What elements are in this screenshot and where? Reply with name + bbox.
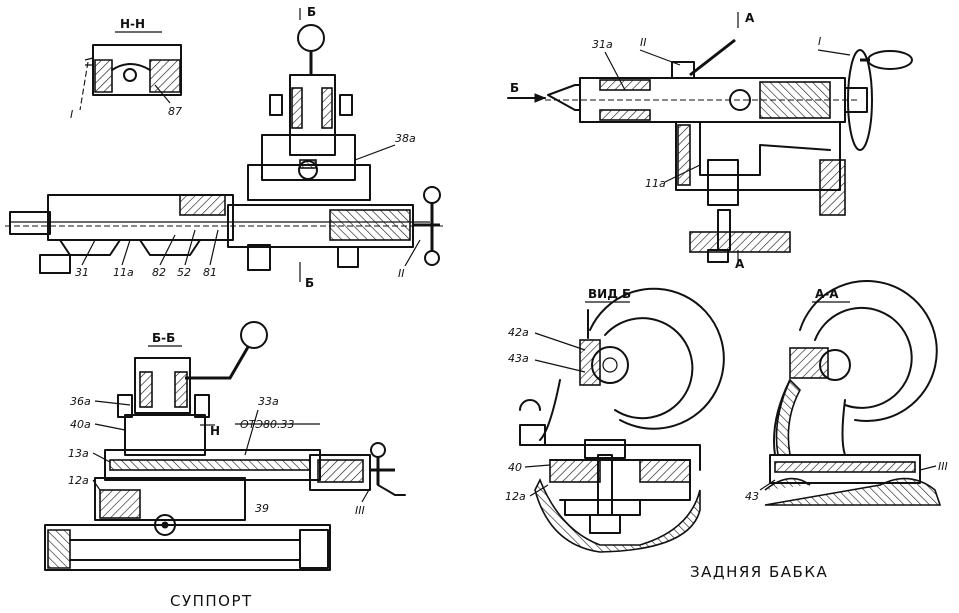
label-38a: 38a bbox=[395, 132, 416, 145]
view-tailstock-side: А А Б 31a II I bbox=[507, 11, 913, 271]
label-hh-87: 87 bbox=[168, 105, 182, 118]
tailstock-cut-mark-top: А bbox=[745, 11, 755, 25]
view-section-bb: Б-Б Н 36a 40a bbox=[44, 321, 406, 571]
label-40a: 40a bbox=[70, 418, 91, 431]
section-hh-title: Н-Н bbox=[120, 17, 145, 31]
label-II-support: II bbox=[398, 267, 405, 280]
caption-support: СУППОРТ bbox=[170, 592, 253, 610]
label-11a: 11a bbox=[113, 266, 134, 279]
label-III-bb: III bbox=[355, 504, 365, 517]
label-40: 40 bbox=[508, 461, 522, 474]
label-11a-tailstock: 11a bbox=[645, 177, 666, 190]
label-hh-I: I bbox=[70, 108, 73, 121]
tailstock-arrow-label: Б bbox=[510, 81, 519, 95]
view-section-aa: А-А 43 III bbox=[745, 280, 948, 506]
label-31: 31 bbox=[75, 266, 89, 279]
label-31a: 31a bbox=[592, 38, 613, 51]
label-43a: 43a bbox=[508, 352, 529, 365]
label-81: 81 bbox=[203, 266, 217, 279]
label-42a: 42a bbox=[508, 326, 529, 339]
label-36a: 36a bbox=[70, 395, 91, 408]
label-43-aa: 43 bbox=[745, 490, 759, 503]
tailstock-cut-mark-bottom: А bbox=[735, 257, 745, 271]
label-12a-viewb: 12a bbox=[505, 490, 526, 503]
label-82: 82 bbox=[152, 266, 166, 279]
view-section-hh: Н-Н I 87 bbox=[70, 17, 182, 121]
label-H-bb: Н bbox=[210, 424, 220, 438]
label-12a: 12a bbox=[68, 474, 89, 487]
label-52: 52 bbox=[177, 266, 191, 279]
label-13a: 13a bbox=[68, 447, 89, 460]
support-cut-mark-bottom: Б bbox=[305, 276, 314, 290]
view-support-top: Б 38a Б 31 bbox=[5, 5, 445, 290]
label-33a: 33a bbox=[258, 395, 279, 408]
label-I-tailstock: I bbox=[818, 35, 821, 48]
view-b: ВИД Б 42a 43a 40 12a bbox=[505, 287, 725, 553]
section-bb-title: Б-Б bbox=[152, 331, 175, 345]
caption-tailstock: ЗАДНЯЯ БАБКА bbox=[690, 563, 828, 581]
support-cut-mark-top: Б bbox=[307, 5, 316, 19]
label-III-aa: III bbox=[938, 460, 948, 473]
label-39: 39 bbox=[255, 502, 269, 515]
label-II-tailstock: II bbox=[640, 36, 647, 49]
